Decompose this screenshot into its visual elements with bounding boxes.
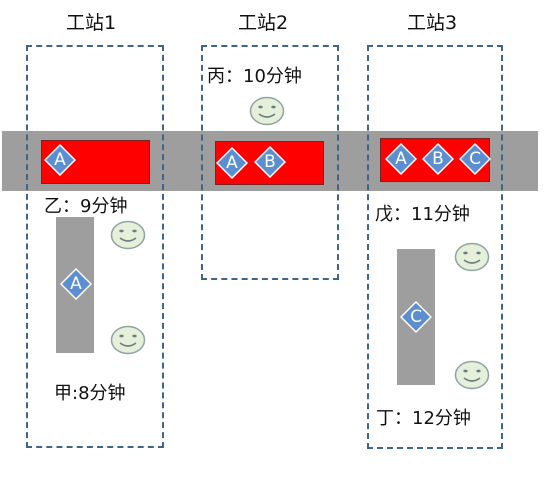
part-b-diamond-icon: B	[422, 143, 454, 175]
part-label: A	[70, 274, 82, 294]
part-label: C	[410, 307, 422, 327]
worker-jia-label: 甲:8分钟	[54, 383, 126, 404]
worker-ding-label: 丁：12分钟	[376, 408, 471, 429]
part-a-diamond-icon: A	[216, 147, 248, 179]
station-3-title: 工站3	[407, 12, 458, 34]
part-c-diamond-icon: C	[400, 301, 432, 333]
station-1-red-bar	[41, 140, 150, 184]
worker-ding-smiley-face-icon	[454, 360, 490, 390]
worker-bing-label: 丙：10分钟	[207, 66, 302, 87]
part-label: A	[54, 150, 66, 170]
worker-bing-smiley-face-icon	[249, 96, 285, 126]
part-c-diamond-icon: C	[459, 143, 491, 175]
station-1-title: 工站1	[66, 12, 117, 34]
part-a-diamond-icon: A	[385, 143, 417, 175]
part-label: B	[432, 149, 444, 169]
worker-yi-label: 乙：9分钟	[44, 196, 128, 217]
part-label: B	[264, 152, 276, 172]
part-b-diamond-icon: B	[254, 146, 286, 178]
worker-yi-smiley-face-icon	[110, 220, 146, 250]
part-label: C	[469, 149, 481, 169]
station-2-title: 工站2	[238, 12, 289, 34]
station-1-box	[26, 45, 164, 448]
station-2-box	[201, 45, 339, 280]
worker-wu-label: 戊：11分钟	[375, 204, 470, 225]
part-a-diamond-icon: A	[44, 144, 76, 176]
station-3-box	[367, 45, 503, 449]
part-label: A	[226, 153, 238, 173]
worker-jia-smiley-face-icon	[110, 325, 146, 355]
worker-wu-smiley-face-icon	[454, 242, 490, 272]
part-a-diamond-icon: A	[60, 268, 92, 300]
part-label: A	[395, 149, 407, 169]
